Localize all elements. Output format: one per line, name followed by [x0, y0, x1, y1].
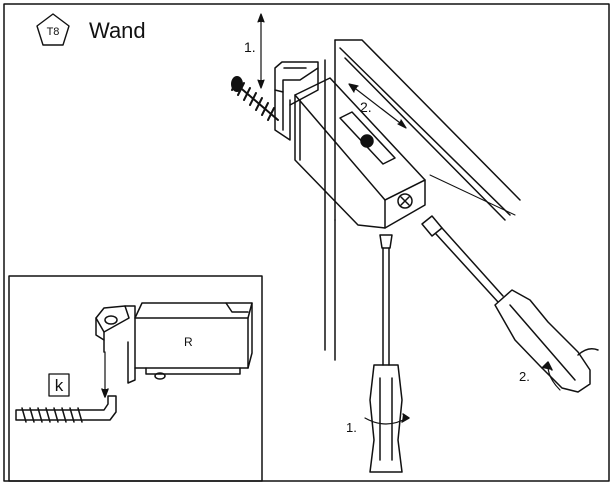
adjust-screw-head	[360, 134, 374, 148]
step-label-horizontal: 2.	[360, 99, 372, 115]
key-label-box	[48, 373, 70, 397]
step-label-vertical: 1.	[244, 39, 256, 55]
mounting-box	[294, 77, 426, 229]
screwdriver-1-step-label: 1.	[346, 420, 357, 435]
diagonal-screwdriver-icon	[421, 215, 599, 393]
page-frame	[3, 3, 610, 482]
screwdriver-2-step-label: 2.	[519, 369, 530, 384]
key-label: k	[55, 376, 64, 395]
page-title: Wand	[89, 18, 146, 43]
vertical-screwdriver-icon	[364, 234, 410, 473]
detail-inset: R k	[8, 275, 263, 482]
side-screw-icon	[397, 193, 413, 209]
wall-frame	[324, 39, 521, 361]
badge-label: T8	[47, 26, 60, 38]
allen-key-icon	[15, 395, 117, 423]
spring-screw-icon	[231, 76, 279, 121]
pentagon-badge-icon	[36, 13, 70, 46]
part-letter: R	[184, 335, 193, 349]
hinge-bracket	[274, 61, 319, 141]
step-arrows-top	[257, 13, 407, 129]
header: T8 Wand	[36, 13, 146, 46]
